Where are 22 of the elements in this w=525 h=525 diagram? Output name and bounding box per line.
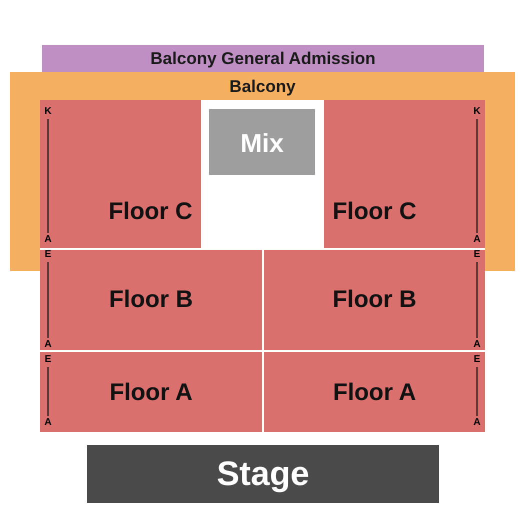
row-letter: A (472, 417, 482, 429)
row-letter: A (43, 234, 53, 246)
section-label: Floor C (108, 198, 192, 226)
row-letter: E (44, 249, 52, 261)
row-letter: E (44, 354, 52, 366)
section-label: Balcony General Admission (150, 49, 376, 69)
section-label: Floor B (332, 286, 416, 314)
section-label: Floor A (109, 379, 193, 407)
section-label: Balcony (229, 77, 296, 97)
section-label: Floor C (332, 198, 416, 226)
row-letter: A (472, 234, 482, 246)
section-label: Stage (216, 455, 310, 494)
row-letter: E (472, 354, 482, 366)
row-letter: K (43, 106, 53, 118)
row-letter: E (472, 249, 482, 261)
row-letter: A (43, 417, 53, 429)
row-letter: A (43, 339, 53, 351)
section-label: Floor A (332, 379, 416, 407)
row-letter: A (472, 339, 482, 351)
section-label: Floor B (109, 286, 193, 314)
section-label: Mix (240, 128, 284, 159)
row-letter: K (472, 106, 482, 118)
